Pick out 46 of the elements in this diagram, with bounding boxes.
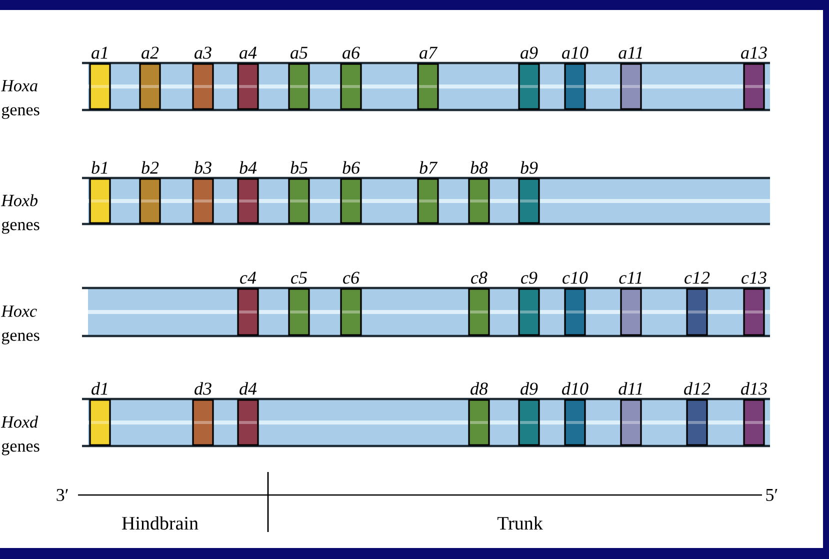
gene-label: b4 xyxy=(240,161,257,174)
gene-label: c5 xyxy=(291,272,307,284)
gene-label: b9 xyxy=(520,161,538,174)
gene-label: b2 xyxy=(142,161,159,174)
gene-label: d1 xyxy=(92,382,108,395)
gene-label: a9 xyxy=(520,46,538,59)
region-label: Trunk xyxy=(497,516,543,530)
gene-label: d11 xyxy=(618,382,642,395)
gene-label: b7 xyxy=(420,161,438,174)
gene-label: c13 xyxy=(742,272,766,284)
gene-label: a11 xyxy=(618,46,642,59)
gene-label: b1 xyxy=(92,161,108,174)
gene-label: a3 xyxy=(194,46,212,59)
gene-label: c10 xyxy=(562,272,588,284)
gene-label: a1 xyxy=(92,46,108,59)
gene-label: d13 xyxy=(741,382,767,395)
gene-label: c6 xyxy=(343,272,360,284)
cluster-label: Hoxc genes xyxy=(1,306,40,344)
gene-label: b5 xyxy=(290,161,308,174)
gene-label: c11 xyxy=(619,272,642,284)
end-label: 3′ xyxy=(56,488,68,502)
gene-label: c4 xyxy=(240,272,256,284)
gene-label: a13 xyxy=(741,46,767,59)
gene-label: c12 xyxy=(684,272,710,284)
gene-label: c9 xyxy=(521,272,538,284)
cluster-label: Hoxd genes xyxy=(1,416,40,456)
gene-label: d10 xyxy=(562,382,588,395)
gene-label: b8 xyxy=(470,161,488,174)
gene-label: a5 xyxy=(290,46,308,59)
gene-label: d8 xyxy=(470,382,488,395)
gene-label: c8 xyxy=(471,272,488,284)
gene-label: b6 xyxy=(342,161,360,174)
gene-label: a2 xyxy=(142,46,159,59)
gene-label: a7 xyxy=(420,46,438,59)
gene-label: d12 xyxy=(684,382,710,395)
gene-label: d9 xyxy=(520,382,538,395)
end-label: 5′ xyxy=(766,489,778,501)
cluster-label: Hoxb genes xyxy=(1,194,40,234)
region-label: Hindbrain xyxy=(122,516,198,530)
gene-label: b3 xyxy=(194,161,212,174)
gene-label: d3 xyxy=(194,382,212,395)
gene-label: a10 xyxy=(562,46,588,59)
gene-label: a4 xyxy=(240,46,257,59)
gene-label: a6 xyxy=(342,46,360,59)
cluster-label: Hoxa genes xyxy=(1,80,40,119)
gene-label: d4 xyxy=(240,382,257,395)
